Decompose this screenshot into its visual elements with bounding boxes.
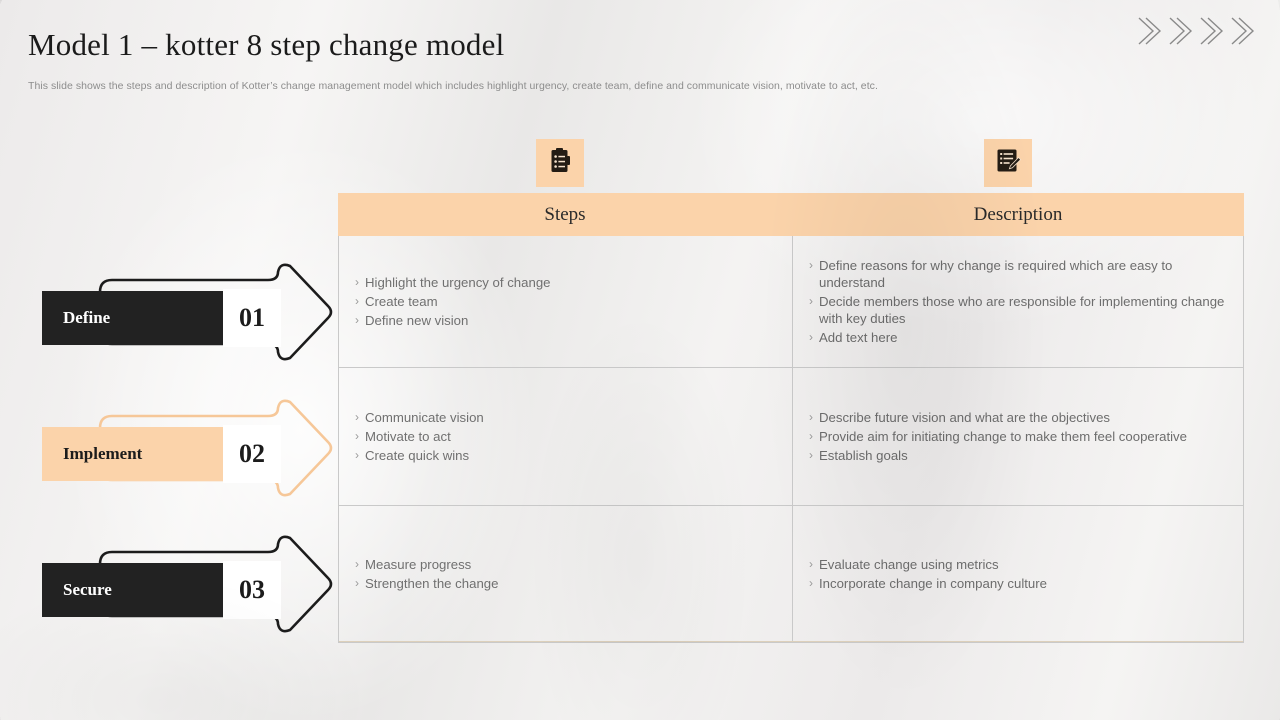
bullet-chevron-icon: › <box>809 258 813 272</box>
double-chevron-right-icon <box>1166 14 1196 53</box>
bullet-chevron-icon: › <box>355 448 359 462</box>
list-item: ›Incorporate change in company culture <box>803 575 1227 592</box>
list-item: ›Motivate to act <box>349 428 776 445</box>
bullet-chevron-icon: › <box>355 410 359 424</box>
step-label: Implement <box>63 444 143 463</box>
list-item: ›Strengthen the change <box>349 575 776 592</box>
step-nav-item-secure[interactable]: Secure 03 <box>38 530 338 638</box>
table-row: ›Measure progress ›Strengthen the change… <box>339 506 1243 642</box>
bullet-chevron-icon: › <box>809 448 813 462</box>
list-item: ›Highlight the urgency of change <box>349 274 776 291</box>
list-item: ›Add text here <box>803 329 1227 346</box>
notepad-pencil-icon <box>995 147 1022 179</box>
cell-steps: ›Highlight the urgency of change ›Create… <box>339 236 793 367</box>
bullet-chevron-icon: › <box>355 429 359 443</box>
steps-column-icon-chip <box>536 139 584 187</box>
step-number: 01 <box>223 289 281 347</box>
page-subtitle: This slide shows the steps and descripti… <box>28 80 878 92</box>
table-row: ›Highlight the urgency of change ›Create… <box>339 236 1243 368</box>
steps-description-table: Steps Description ›Highlight the urgency… <box>338 193 1244 643</box>
list-item: ›Provide aim for initiating change to ma… <box>803 428 1227 445</box>
table-row: ›Communicate vision ›Motivate to act ›Cr… <box>339 368 1243 506</box>
table-header-row: Steps Description <box>338 193 1244 236</box>
clipboard-checklist-icon <box>547 147 573 180</box>
step-number: 02 <box>223 425 281 483</box>
page-title: Model 1 – kotter 8 step change model <box>28 27 505 62</box>
list-item: ›Establish goals <box>803 447 1227 464</box>
cell-description: ›Define reasons for why change is requir… <box>793 236 1243 367</box>
double-chevron-right-icon <box>1135 14 1165 53</box>
step-nav-item-implement[interactable]: Implement 02 <box>38 394 338 502</box>
step-nav-item-define[interactable]: Define 01 <box>38 258 338 366</box>
list-item: ›Define reasons for why change is requir… <box>803 257 1227 291</box>
list-item: ›Create team <box>349 293 776 310</box>
cell-description: ›Describe future vision and what are the… <box>793 368 1243 505</box>
bullet-chevron-icon: › <box>355 556 359 571</box>
double-chevron-right-icon <box>1197 14 1227 53</box>
bullet-chevron-icon: › <box>809 556 813 571</box>
cell-description: ›Evaluate change using metrics ›Incorpor… <box>793 506 1243 641</box>
list-item: ›Communicate vision <box>349 409 776 426</box>
list-item: ›Evaluate change using metrics <box>803 556 1227 573</box>
bullet-chevron-icon: › <box>809 294 813 308</box>
table-body: ›Highlight the urgency of change ›Create… <box>338 236 1244 643</box>
list-item: ›Create quick wins <box>349 447 776 464</box>
list-item: ›Measure progress <box>349 556 776 573</box>
bullet-chevron-icon: › <box>355 575 359 590</box>
step-number: 03 <box>223 561 281 619</box>
description-column-icon-chip <box>984 139 1032 187</box>
bullet-chevron-icon: › <box>809 330 813 344</box>
list-item: ›Decide members those who are responsibl… <box>803 293 1227 327</box>
bullet-chevron-icon: › <box>355 294 359 308</box>
cell-steps: ›Communicate vision ›Motivate to act ›Cr… <box>339 368 793 505</box>
step-label: Secure <box>63 580 112 599</box>
double-chevron-right-icon <box>1228 14 1258 53</box>
list-item: ›Describe future vision and what are the… <box>803 409 1227 426</box>
bullet-chevron-icon: › <box>809 429 813 443</box>
cell-steps: ›Measure progress ›Strengthen the change <box>339 506 793 641</box>
step-label: Define <box>63 308 111 327</box>
bullet-chevron-icon: › <box>355 313 359 327</box>
column-header-description: Description <box>973 203 1063 225</box>
decorative-chevrons <box>1135 14 1258 53</box>
list-item: ›Define new vision <box>349 312 776 329</box>
bullet-chevron-icon: › <box>355 275 359 289</box>
bullet-chevron-icon: › <box>809 575 813 590</box>
bullet-chevron-icon: › <box>809 410 813 424</box>
column-header-steps: Steps <box>544 203 586 225</box>
